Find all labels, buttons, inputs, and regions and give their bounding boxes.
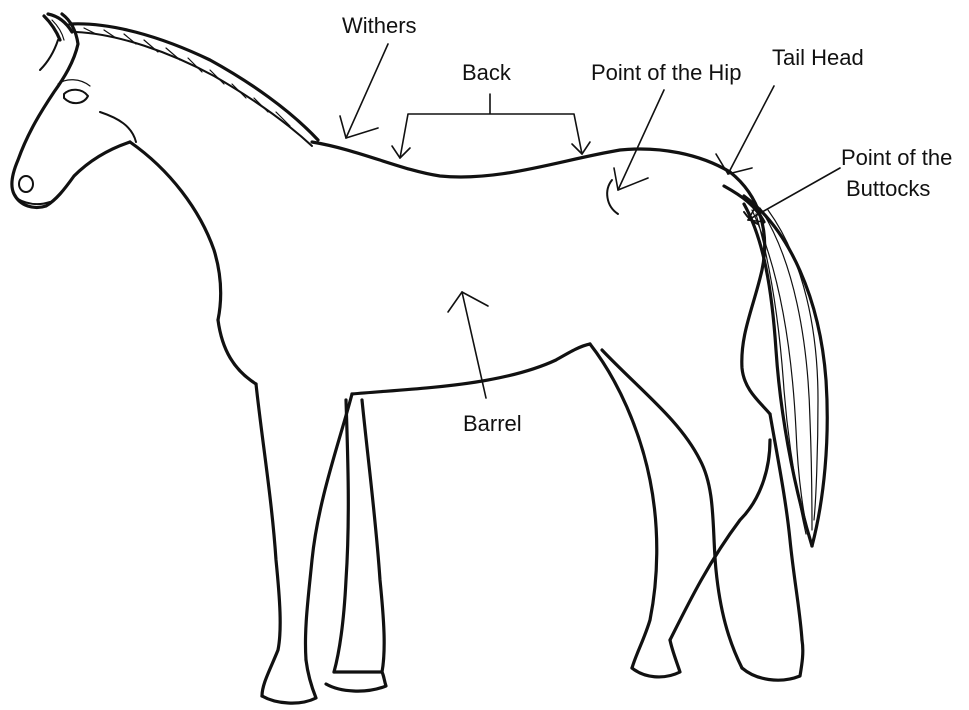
withers-pointer-arrow	[340, 116, 378, 138]
horse-mane-inner	[76, 32, 312, 146]
horse-front-hoof-far	[326, 672, 386, 691]
horse-nostril	[19, 176, 33, 192]
horse-tail-outer	[744, 196, 827, 546]
horse-front-leg-near-back	[305, 394, 352, 660]
barrel-pointer-arrow	[448, 292, 488, 312]
horse-tail-strands	[752, 208, 818, 540]
label-point-of-buttocks-line1: Point of the	[841, 145, 952, 170]
label-tail-head: Tail Head	[772, 45, 864, 70]
horse-head	[12, 14, 130, 208]
label-point-of-hip: Point of the Hip	[591, 60, 741, 85]
back-bracket	[400, 94, 582, 158]
withers-pointer-line	[346, 44, 388, 138]
horse-belly	[352, 344, 590, 394]
horse-hindquarter	[730, 172, 770, 414]
horse-mane	[70, 24, 318, 140]
label-back: Back	[462, 60, 512, 85]
horse-illustration	[12, 14, 827, 703]
label-withers: Withers	[342, 13, 417, 38]
horse-front-leg-far-back	[362, 400, 384, 672]
label-text: Withers Back Point of the Hip Tail Head …	[342, 13, 952, 436]
horse-forelock	[40, 40, 58, 70]
horse-neck-front	[130, 142, 221, 320]
tail-head-pointer-line	[728, 86, 774, 174]
horse-mane-strands	[84, 28, 290, 126]
horse-front-leg-near	[256, 384, 280, 696]
horse-topline	[312, 142, 730, 177]
point-of-hip-pointer-line	[618, 90, 664, 190]
point-of-buttocks-pointer-line	[748, 168, 840, 220]
label-point-of-buttocks-line2: Buttocks	[846, 176, 930, 201]
horse-hind-hock	[670, 440, 770, 640]
horse-eye	[64, 90, 88, 103]
horse-hind-hoof-far	[742, 640, 803, 680]
horse-front-leg-far	[334, 400, 348, 672]
horse-cheek	[100, 112, 136, 142]
label-barrel: Barrel	[463, 411, 522, 436]
horse-chest	[218, 320, 256, 384]
